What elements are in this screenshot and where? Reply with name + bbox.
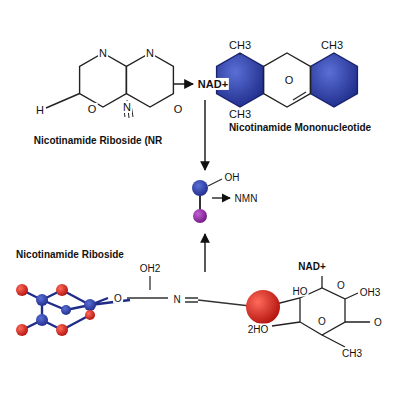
atom-label: O xyxy=(336,280,346,291)
nmn-molecule-part xyxy=(212,197,230,198)
oxygen-sphere xyxy=(246,290,280,324)
atom-label: O xyxy=(373,317,383,328)
riboside-structure-part xyxy=(46,94,80,109)
nmn-molecule-part xyxy=(208,179,222,186)
riboside-ball-stick-part xyxy=(185,298,250,306)
atom-label: H xyxy=(35,104,45,116)
molecule-label: NAD+ xyxy=(297,261,327,272)
atom-spheres-part xyxy=(36,314,48,326)
riboside-ball-stick-part xyxy=(22,290,130,330)
reaction-arrow xyxy=(204,100,205,170)
atom-spheres-part xyxy=(56,324,68,336)
riboside-ball-stick-part xyxy=(127,276,168,298)
atom-label: N xyxy=(98,47,108,59)
atom-spheres-part xyxy=(84,299,96,311)
atom-label: HO xyxy=(292,286,309,297)
atom-spheres-part xyxy=(85,310,95,320)
atom-label: 2HO xyxy=(247,324,270,335)
nmn-molecule xyxy=(192,179,230,223)
nmn-molecule-part xyxy=(192,180,208,196)
atom-label: O xyxy=(317,316,327,327)
atom-label: CH3 xyxy=(320,39,344,51)
atom-label: O xyxy=(113,293,123,304)
mononucleotide-structure-part xyxy=(240,53,334,107)
molecule-caption: Nicotinamide Mononucleotide xyxy=(228,122,372,133)
riboside-structure-part xyxy=(123,100,133,118)
atom-label: CH3 xyxy=(228,39,252,51)
molecule-caption: Nicotinamide Riboside xyxy=(15,249,125,260)
mononucleotide-structure-part xyxy=(293,92,306,100)
atom-label: OH xyxy=(224,172,241,183)
nmn-molecule-part xyxy=(193,209,207,223)
riboside-ball-stick xyxy=(22,276,250,330)
reaction-arrow xyxy=(174,83,193,84)
mononucleotide-structure-part xyxy=(264,53,311,107)
atom-spheres-part xyxy=(56,284,68,296)
atom-label: O xyxy=(173,103,184,115)
nad-structure xyxy=(272,276,370,347)
atom-spheres-part xyxy=(36,294,48,306)
riboside-structure-part xyxy=(80,53,127,107)
atom-label: N xyxy=(145,47,155,59)
atom-label: OH3 xyxy=(359,287,382,298)
atom-label: O xyxy=(284,74,295,86)
atom-label: N xyxy=(122,101,132,113)
nad-structure-part xyxy=(272,276,370,347)
atom-spheres-part xyxy=(61,305,71,315)
molecule-label: NAD+ xyxy=(197,78,229,90)
mononucleotide-structure-part xyxy=(311,53,358,107)
atom-label: CH3 xyxy=(228,108,252,120)
atom-spheres-part xyxy=(16,284,28,296)
atom-spheres-part xyxy=(16,324,28,336)
atom-label: CH3 xyxy=(341,348,363,359)
riboside-structure xyxy=(46,53,173,118)
atom-label: OH2 xyxy=(139,263,162,274)
molecule-label: NMN xyxy=(234,193,259,204)
reaction-arrow xyxy=(204,234,205,272)
atom-label: N xyxy=(172,294,181,305)
molecule-caption: Nicotinamide Riboside (NR xyxy=(33,135,163,146)
atom-label: O xyxy=(87,103,98,115)
riboside-structure-part xyxy=(126,53,173,107)
nad-structure-part xyxy=(276,288,345,335)
mononucleotide-structure xyxy=(217,53,358,107)
atom-spheres xyxy=(16,284,96,336)
